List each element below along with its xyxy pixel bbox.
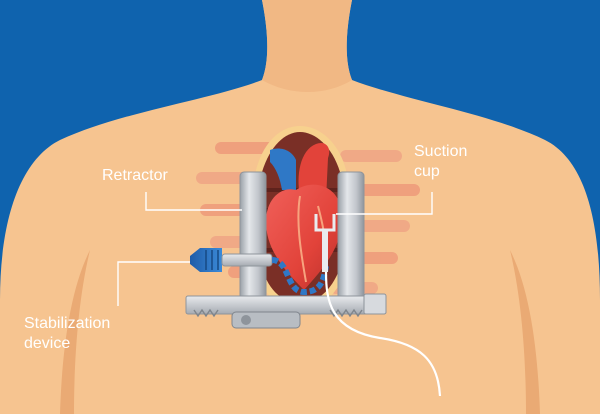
suction-tube [324,271,442,397]
crank-bolt [241,315,251,325]
glow-stripe [340,150,402,162]
retractor-left-arm [239,171,267,305]
retractor-right-arm [337,171,365,305]
stabilizer-shaft [221,253,273,267]
neck-shadow [262,0,352,92]
leader-stabilization [117,261,190,306]
stabilizer-icon [190,248,329,296]
leader-lines [117,192,433,306]
label-retractor: Retractor [102,167,168,184]
stabilizer-ridges [205,250,219,270]
right-arm-shadow [510,250,540,414]
suction-cup-icon [314,214,442,397]
glow-stripe [350,220,410,232]
suction-stem [322,230,328,272]
label-suction-cup-line2: cup [414,163,440,180]
left-arm-shadow [60,250,90,414]
retractor-icon [185,171,387,329]
retractor-right-clip [363,293,387,315]
label-stabilization-line1: Stabilization [24,315,111,332]
retractor-bar [185,295,387,315]
glow-stripe [350,184,420,196]
label-stabilization-line2: device [24,335,71,352]
leader-suction-cup [336,192,433,215]
label-suction-cup-line1: Suction [414,143,468,160]
stabilizer-tubing [271,257,329,296]
leader-retractor [145,192,242,211]
blue-vessel [270,148,296,190]
